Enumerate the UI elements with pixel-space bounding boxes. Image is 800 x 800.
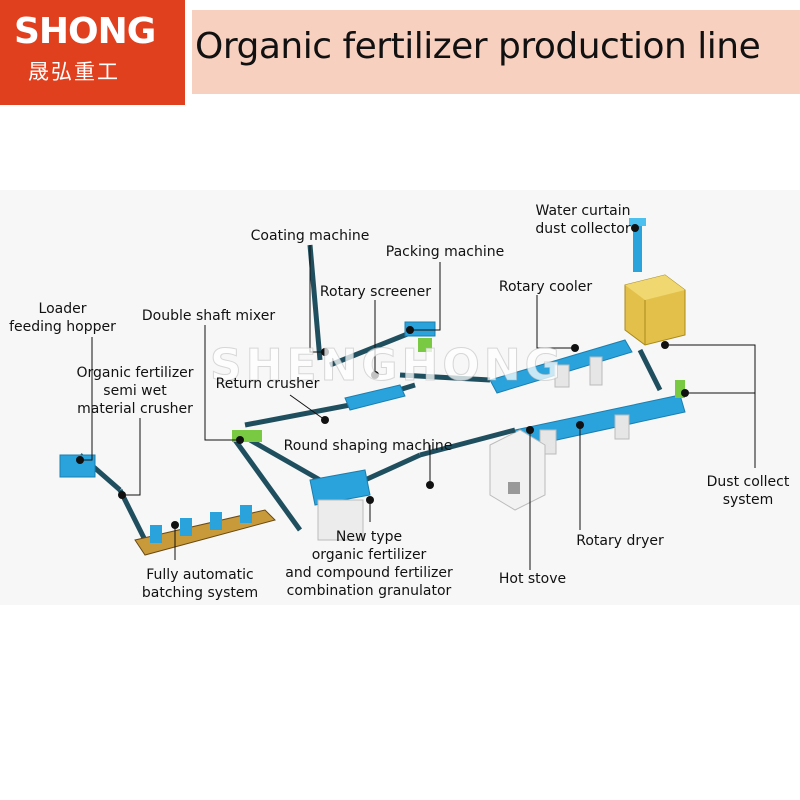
- watermark: SHENGHONG: [210, 340, 565, 392]
- label-hot-stove: Hot stove: [498, 571, 567, 587]
- rotary-cooler: [489, 339, 633, 394]
- rotary-screener: [344, 384, 406, 411]
- label-double-shaft-mixer: Double shaft mixer: [141, 308, 276, 324]
- granulator: [309, 469, 371, 541]
- label-coating-machine: Coating machine: [250, 228, 370, 244]
- rotary-dryer: [514, 380, 686, 455]
- label-round-shaping: Round shaping machine: [283, 438, 453, 454]
- water-curtain-tower: [629, 218, 646, 272]
- label-batching-system: Fully automatic batching system: [141, 567, 259, 601]
- label-rotary-screener: Rotary screener: [319, 284, 432, 300]
- label-rotary-dryer: Rotary dryer: [576, 533, 664, 549]
- page-title: Organic fertilizer production line: [195, 26, 761, 67]
- label-water-curtain: Water curtain dust collector: [535, 203, 631, 237]
- logo-chinese: 晟弘重工: [28, 60, 120, 84]
- batching-system: [134, 505, 276, 556]
- title-band: [192, 10, 800, 94]
- header: SHONG 晟弘重工 Organic fertilizer production…: [0, 0, 800, 105]
- logo-text: SHONG: [14, 11, 156, 52]
- packing-machine: [418, 338, 432, 352]
- label-loader-feeding-hopper: Loader feeding hopper: [9, 301, 116, 335]
- label-rotary-cooler: Rotary cooler: [498, 279, 593, 295]
- label-granulator: New type organic fertilizer and compound…: [285, 529, 453, 599]
- label-return-crusher: Return crusher: [215, 376, 320, 392]
- label-packing-machine: Packing machine: [385, 244, 505, 260]
- label-dust-collect: Dust collect system: [706, 474, 790, 508]
- leader-dots: [76, 224, 689, 529]
- dust-collect-box: [624, 274, 686, 346]
- label-semi-wet-crusher: Organic fertilizer semi wet material cru…: [76, 365, 194, 417]
- leader-lines: [80, 225, 756, 570]
- hot-stove: [489, 429, 546, 511]
- company-logo: SHONG 晟弘重工: [0, 0, 185, 105]
